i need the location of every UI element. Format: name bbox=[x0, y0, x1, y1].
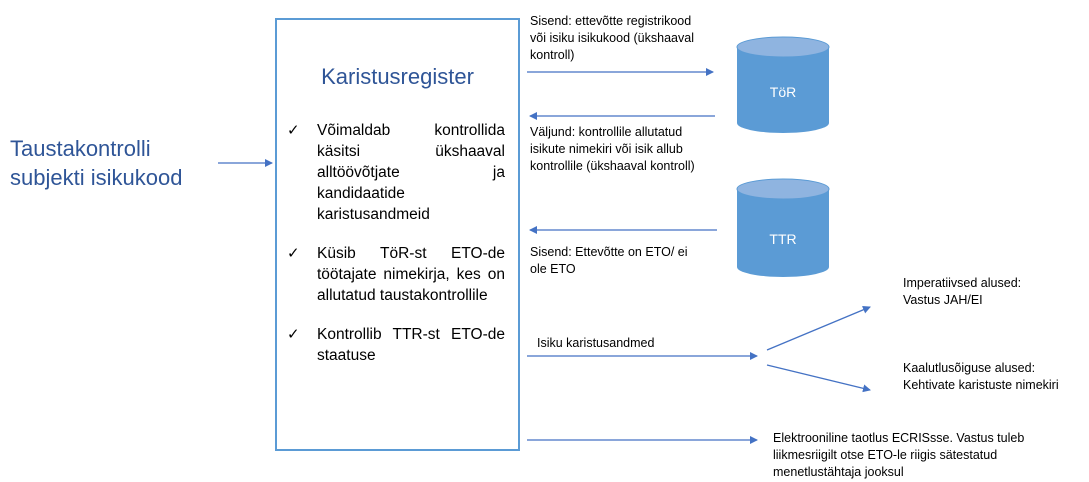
valjund-line-2: isikute nimekiri või isik allub bbox=[530, 142, 683, 156]
sisend2-line-1: Sisend: Ettevõtte on ETO/ ei bbox=[530, 245, 688, 259]
elektrooniline-line-2: liikmesriigilt otse ETO-le riigis sätest… bbox=[773, 448, 998, 462]
check-icon: ✓ bbox=[287, 326, 300, 343]
arrow-to-kaalutlus bbox=[766, 364, 871, 393]
tor-database-icon: TöR bbox=[736, 36, 830, 133]
valjund-label: Väljund: kontrollile allutatud isikute n… bbox=[530, 124, 695, 175]
ttr-database-icon: TTR bbox=[736, 178, 830, 277]
sisend1-line-3: kontroll) bbox=[530, 48, 575, 62]
karistusregister-box: Karistusregister ✓ Võimaldab kontrollida… bbox=[275, 18, 520, 451]
register-item-1-text: Võimaldab kontrollida käsitsi ükshaaval … bbox=[317, 122, 505, 223]
check-icon: ✓ bbox=[287, 245, 300, 262]
kaalutlus-label: Kaalutlusõiguse alused: Kehtivate karist… bbox=[903, 360, 1059, 394]
register-title: Karistusregister bbox=[321, 64, 474, 89]
register-item-3-text: Kontrollib TTR-st ETO-de staatuse bbox=[317, 326, 505, 364]
subject-line-2: subjekti isikukood bbox=[10, 165, 183, 190]
elektrooniline-label: Elektrooniline taotlus ECRISsse. Vastus … bbox=[773, 430, 1024, 481]
valjund-line-1: Väljund: kontrollile allutatud bbox=[530, 125, 683, 139]
register-item-2: ✓ Küsib TöR-st ETO-de töötajate nimekirj… bbox=[287, 243, 505, 306]
register-items: ✓ Võimaldab kontrollida käsitsi ükshaava… bbox=[287, 120, 505, 384]
register-item-3: ✓ Kontrollib TTR-st ETO-de staatuse bbox=[287, 324, 505, 366]
ttr-label: TTR bbox=[769, 231, 796, 247]
sisend-label-1: Sisend: ettevõtte registrikood või isiku… bbox=[530, 13, 694, 64]
register-item-1: ✓ Võimaldab kontrollida käsitsi ükshaava… bbox=[287, 120, 505, 225]
subject-line-1: Taustakontrolli bbox=[10, 136, 151, 161]
subject-label: Taustakontrolli subjekti isikukood bbox=[10, 134, 230, 192]
imperatiivsed-line-1: Imperatiivsed alused: bbox=[903, 276, 1022, 290]
imperatiivsed-label: Imperatiivsed alused: Vastus JAH/EI bbox=[903, 275, 1021, 309]
valjund-line-3: kontrollile (ükshaaval kontroll) bbox=[530, 159, 695, 173]
sisend-label-2: Sisend: Ettevõtte on ETO/ ei ole ETO bbox=[530, 244, 688, 278]
elektrooniline-line-1: Elektrooniline taotlus ECRISsse. Vastus … bbox=[773, 431, 1025, 445]
register-item-2-text: Küsib TöR-st ETO-de töötajate nimekirja,… bbox=[317, 245, 505, 304]
check-icon: ✓ bbox=[287, 122, 300, 139]
karistusandmed-label: Isiku karistusandmed bbox=[537, 336, 655, 350]
elektrooniline-line-3: menetlustähtaja jooksul bbox=[773, 465, 904, 479]
sisend2-line-2: ole ETO bbox=[530, 262, 576, 276]
sisend1-line-2: või isiku isikukood (ükshaaval bbox=[530, 31, 694, 45]
tor-label: TöR bbox=[770, 84, 796, 100]
kaalutlus-line-1: Kaalutlusõiguse alused: bbox=[903, 361, 1036, 375]
imperatiivsed-line-2: Vastus JAH/EI bbox=[903, 293, 983, 307]
sisend1-line-1: Sisend: ettevõtte registrikood bbox=[530, 14, 692, 28]
kaalutlus-line-2: Kehtivate karistuste nimekiri bbox=[903, 378, 1059, 392]
arrow-to-imperatiivsed bbox=[766, 306, 871, 351]
